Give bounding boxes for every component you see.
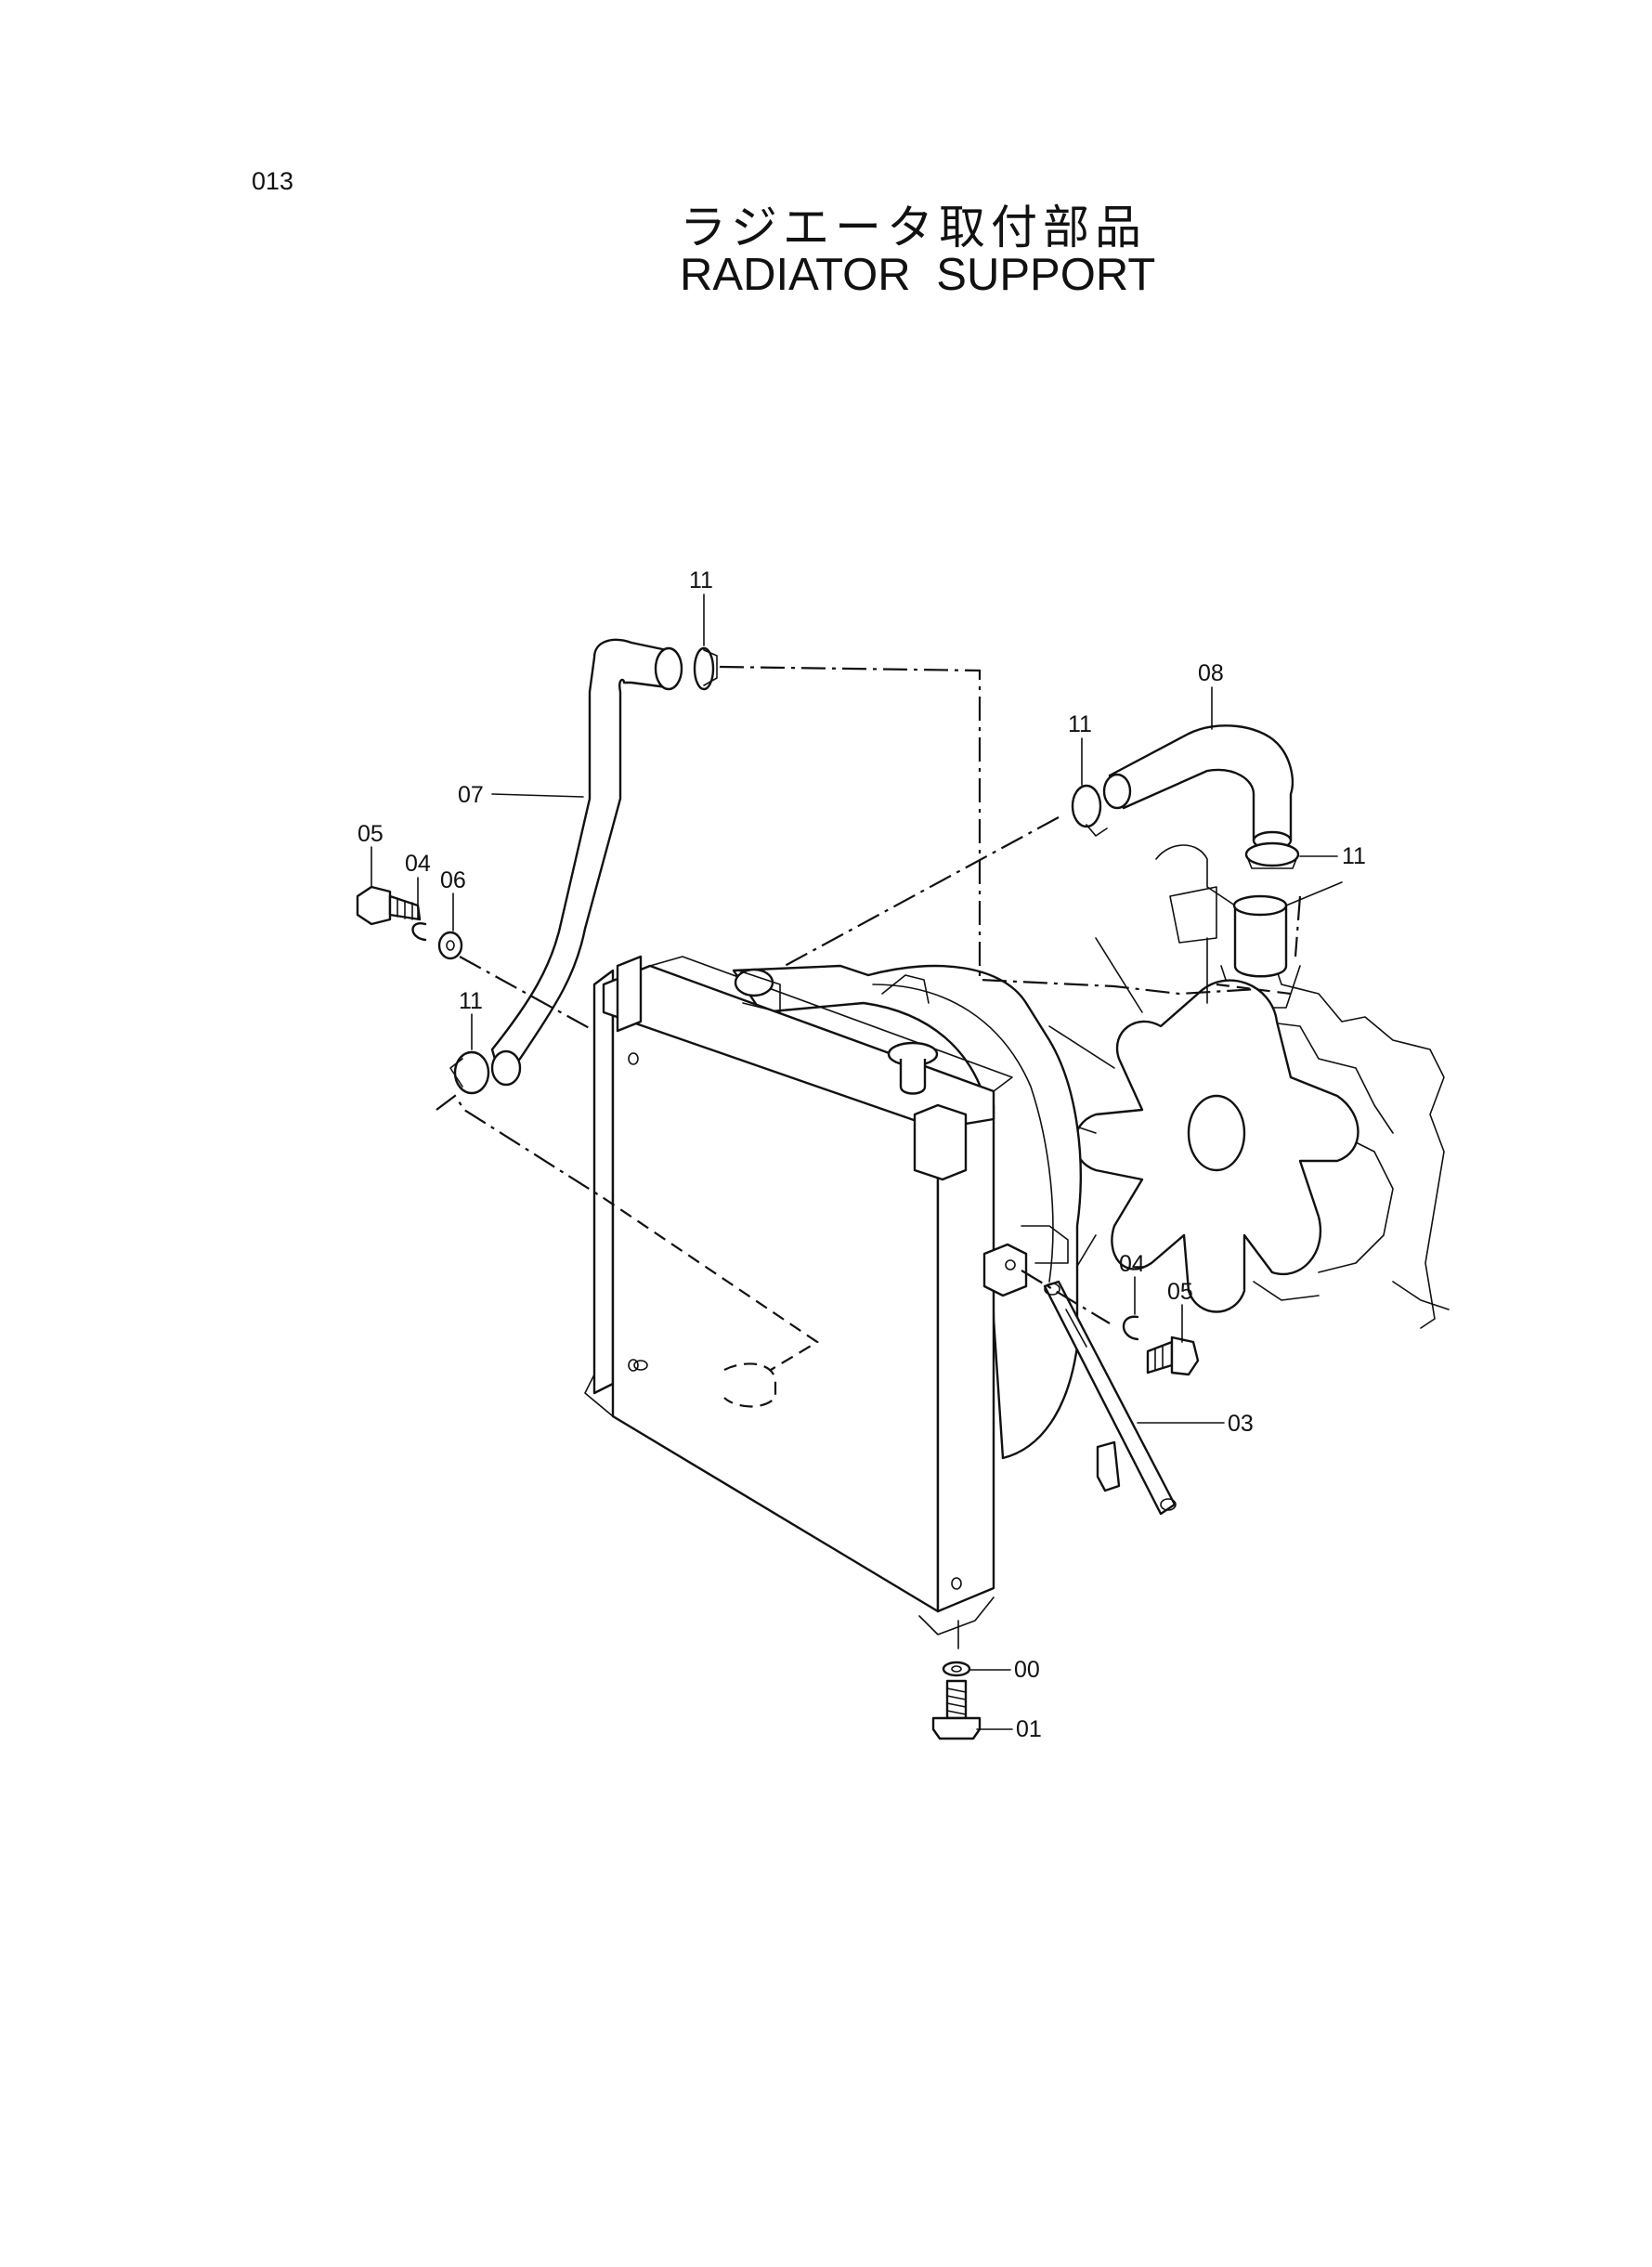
bolt-bottom bbox=[931, 1679, 982, 1740]
callout-03: 03 bbox=[1228, 1411, 1254, 1437]
lock-washer-left bbox=[411, 922, 427, 942]
callout-06: 06 bbox=[440, 867, 466, 893]
callout-11-left: 11 bbox=[459, 988, 483, 1014]
leader-lines bbox=[371, 593, 1338, 1730]
callout-04-right: 04 bbox=[1119, 1251, 1145, 1277]
washer-bottom bbox=[942, 1661, 971, 1677]
bolt-right bbox=[1146, 1335, 1200, 1376]
callout-11-mid: 11 bbox=[1068, 711, 1092, 737]
hose-clamp-mid bbox=[1071, 784, 1108, 837]
thermostat-housing bbox=[1220, 881, 1343, 1009]
bolt-left bbox=[356, 885, 422, 926]
title-english: RADIATOR SUPPORT bbox=[680, 250, 1156, 300]
page-number: 013 bbox=[252, 167, 294, 195]
callout-07: 07 bbox=[458, 782, 484, 808]
lower-hose bbox=[1102, 724, 1294, 851]
callout-05-left: 05 bbox=[358, 821, 384, 847]
part-callouts: 11 07 05 04 06 11 08 11 11 04 05 03 00 0… bbox=[358, 567, 1366, 1742]
hose-clamp-top bbox=[693, 646, 718, 691]
callout-11-top: 11 bbox=[689, 567, 713, 593]
hose-clip bbox=[1096, 1440, 1121, 1492]
stay-bracket bbox=[982, 1243, 1028, 1297]
callout-05-right: 05 bbox=[1167, 1279, 1193, 1305]
callout-00: 00 bbox=[1014, 1657, 1040, 1683]
fan-shroud bbox=[732, 964, 1082, 1460]
hose-clamp-left bbox=[449, 1050, 490, 1095]
hose-clamp-right bbox=[1244, 841, 1300, 869]
stay-rod bbox=[1043, 1280, 1177, 1516]
assembly-lines bbox=[436, 665, 1302, 1371]
radiator bbox=[584, 955, 1013, 1635]
title-japanese: ラジエータ取付部品 bbox=[680, 201, 1147, 254]
callout-01: 01 bbox=[1016, 1716, 1042, 1742]
callout-04-left: 04 bbox=[405, 851, 431, 877]
upper-hose bbox=[490, 638, 683, 1087]
lock-washer-right bbox=[1122, 1315, 1139, 1341]
callout-08: 08 bbox=[1198, 660, 1224, 686]
callout-11-right: 11 bbox=[1342, 843, 1366, 869]
washer-left bbox=[437, 931, 463, 960]
cooling-fan bbox=[1039, 937, 1359, 1313]
